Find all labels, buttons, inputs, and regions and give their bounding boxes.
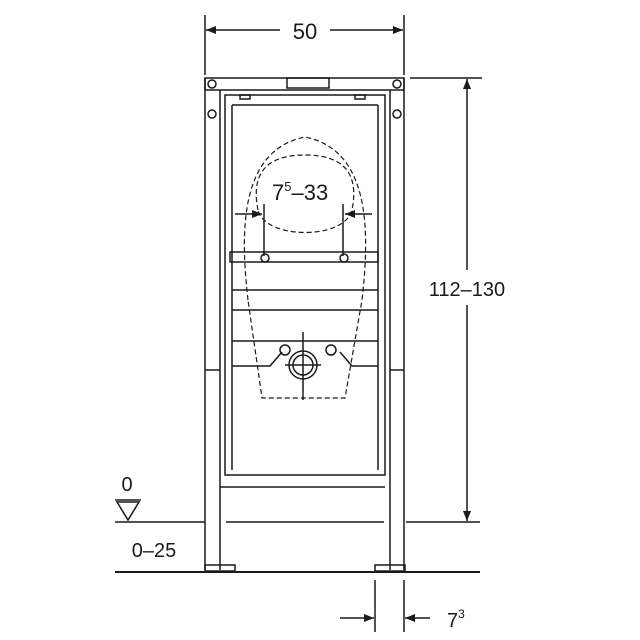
drain-fitting (279, 332, 337, 400)
foot-offset-dimension (340, 580, 430, 632)
bowl-range-dimension (235, 204, 372, 256)
width-dimension (204, 15, 405, 75)
urinal-outline (243, 136, 367, 399)
width-label: 50 (293, 19, 317, 44)
foot-offset-label: 73 (447, 607, 465, 632)
height-label: 112–130 (429, 279, 505, 301)
frame (204, 77, 406, 572)
floor-range-label: 0–25 (132, 540, 177, 562)
floor-zero-label: 0 (121, 474, 132, 496)
floor-lines (115, 499, 480, 573)
bowl-range-label: 75–33 (272, 179, 328, 205)
height-dimension (410, 77, 482, 521)
